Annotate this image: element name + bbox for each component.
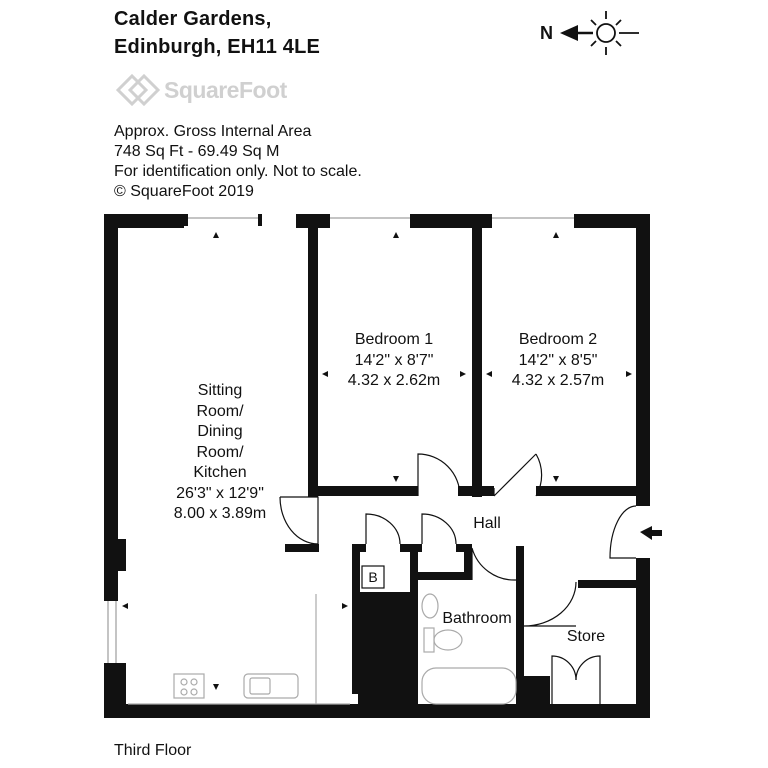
partition-wall: [410, 544, 418, 704]
door-swing: [280, 496, 319, 544]
sink: [243, 673, 299, 699]
entrance-arrow-icon: [640, 526, 662, 540]
partition-wall: [308, 214, 318, 497]
area-info-title: Approx. Gross Internal Area: [114, 123, 312, 140]
room-label-store: Store: [566, 628, 606, 645]
room-label-bedroom-2: Bedroom 2 14'2" x 8'5" 4.32 x 2.57m: [511, 331, 605, 389]
partition-wall: [458, 486, 494, 496]
bathtub: [421, 667, 517, 705]
partition-wall: [464, 544, 472, 576]
top-wall: [258, 214, 262, 226]
left-wall: [104, 571, 118, 601]
door-swing: [493, 453, 543, 497]
toilet: [433, 629, 463, 651]
door-swing: [471, 547, 517, 581]
partition-wall: [285, 544, 319, 552]
partition-wall: [418, 572, 472, 580]
door-swing: [609, 505, 637, 559]
area-info-size: 748 Sq Ft - 69.49 Sq M: [114, 143, 280, 160]
partition-wall: [352, 544, 360, 694]
duct-block: [358, 592, 412, 706]
top-wall: [104, 214, 184, 228]
top-wall: [410, 214, 492, 228]
floor-label: Third Floor: [114, 742, 192, 759]
door-swing: [421, 513, 457, 545]
partition-wall: [308, 486, 418, 496]
top-wall: [574, 214, 650, 228]
left-wall: [104, 539, 126, 571]
right-wall: [636, 214, 650, 506]
address-line-1: Calder Gardens,: [114, 8, 272, 30]
top-wall: [184, 214, 188, 226]
boiler-cupboard: [361, 565, 385, 589]
partition-wall: [516, 546, 524, 706]
right-wall: [636, 558, 650, 718]
squarefoot-logo: SquareFoot: [114, 72, 304, 108]
basin: [421, 593, 439, 619]
room-label-bedroom-1: Bedroom 1 14'2" x 8'7" 4.32 x 2.62m: [347, 331, 441, 389]
partition-wall: [536, 486, 636, 496]
door-swing: [575, 655, 601, 706]
cupboard-block: [524, 676, 550, 706]
squarefoot-logo-icon: [115, 73, 161, 107]
boiler-label: B: [368, 569, 378, 585]
door-swing: [417, 453, 461, 497]
area-info-copyright: © SquareFoot 2019: [114, 183, 254, 200]
door-swing: [523, 581, 577, 627]
partition-wall: [578, 580, 636, 588]
room-label-sitting: Sitting Room/ Dining Room/ Kitchen 26'3"…: [173, 382, 267, 522]
hob: [173, 673, 205, 699]
room-label-hall: Hall: [473, 515, 501, 532]
address-line-2: Edinburgh, EH11 4LE: [114, 36, 321, 58]
area-info: Approx. Gross Internal Area 748 Sq Ft - …: [114, 122, 362, 202]
area-info-disclaimer: For identification only. Not to scale.: [114, 163, 362, 180]
left-wall: [104, 214, 118, 539]
compass: N: [535, 8, 645, 60]
toilet-cistern: [423, 627, 435, 653]
logo-text: SquareFoot: [164, 77, 287, 103]
bottom-wall: [104, 704, 650, 718]
sun-compass-icon: [560, 11, 639, 55]
partition-wall: [472, 214, 482, 497]
north-label: N: [540, 23, 553, 43]
door-swing: [365, 513, 401, 545]
door-swing: [551, 655, 577, 706]
door-swing: [279, 496, 319, 545]
room-label-bathroom: Bathroom: [442, 610, 512, 627]
